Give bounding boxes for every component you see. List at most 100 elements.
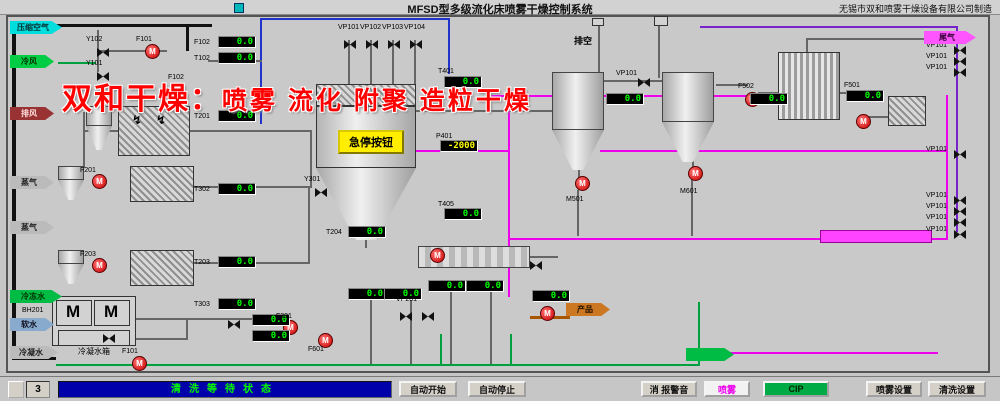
pipe-segment (956, 26, 958, 232)
valve-icon[interactable] (410, 36, 422, 49)
pump-icon[interactable]: M (540, 306, 555, 321)
footer-button[interactable]: 喷雾设置 (866, 381, 922, 397)
value-display: 0.0 (218, 52, 256, 64)
pump-icon[interactable]: M (430, 248, 445, 263)
pipe-segment (946, 95, 948, 240)
valve-icon[interactable] (954, 226, 966, 239)
value-display: -2000 (440, 140, 478, 152)
pipe-segment (450, 290, 452, 364)
footer-button[interactable]: 自动开始 (399, 381, 457, 397)
value-display: 0.0 (218, 298, 256, 310)
equipment-cone (662, 122, 714, 162)
pipe-segment (716, 84, 748, 86)
valve-icon[interactable] (954, 42, 966, 55)
valve-icon[interactable] (954, 203, 966, 216)
tag-label: VP101 (338, 24, 360, 31)
tag-label: T401 (438, 68, 454, 75)
footer-button[interactable]: 自动停止 (468, 381, 526, 397)
pump-icon[interactable]: M (92, 258, 107, 273)
tag-label: M601 (680, 188, 698, 195)
pump-icon[interactable]: M (856, 114, 871, 129)
value-display: 0.0 (444, 208, 482, 220)
tag-label: T405 (438, 201, 454, 208)
pipe-segment (392, 40, 394, 86)
pipe-segment (260, 18, 262, 124)
flow-arrow: 尾气 (924, 31, 976, 44)
pipe-segment (698, 302, 700, 364)
pipe-segment (83, 112, 85, 168)
pipe-segment (600, 150, 946, 152)
pump-icon[interactable]: M (92, 174, 107, 189)
pump-icon[interactable]: M (575, 176, 590, 191)
pipe-segment (370, 300, 372, 364)
valve-icon[interactable] (366, 36, 378, 49)
tag-label: T303 (194, 301, 210, 308)
equipment-hatch (316, 84, 416, 106)
valve-icon[interactable] (954, 192, 966, 205)
valve-icon[interactable] (228, 316, 240, 329)
valve-icon[interactable] (954, 146, 966, 159)
tag-label: VP101 (926, 214, 948, 221)
value-display: 0.0 (750, 93, 788, 105)
page-icon[interactable] (8, 381, 24, 398)
tag-label: ↯ (132, 113, 143, 127)
value-display: 0.0 (252, 314, 290, 326)
valve-icon[interactable] (954, 53, 966, 66)
pipe-segment (12, 24, 212, 27)
valve-icon[interactable] (530, 257, 542, 270)
tag-label: M (104, 302, 119, 321)
pipe-segment (508, 238, 948, 240)
valve-icon[interactable] (954, 214, 966, 227)
pump-icon[interactable]: M (318, 333, 333, 348)
valve-icon[interactable] (97, 68, 109, 81)
tag-label: T102 (194, 55, 210, 62)
tag-label: F102 (194, 39, 210, 46)
tag-label: 排空 (574, 36, 593, 46)
valve-icon[interactable] (344, 36, 356, 49)
pipe-segment (410, 300, 412, 364)
pipe-segment (806, 38, 924, 40)
valve-icon[interactable] (422, 308, 434, 321)
tag-label: M (66, 302, 81, 321)
footer-button[interactable]: 消 报警音 (641, 381, 697, 397)
source-arrow: 冷冻水 (10, 290, 62, 303)
valve-icon[interactable] (638, 74, 650, 87)
title-bar: MFSD型多级流化床喷雾干燥控制系统 无锡市双和喷雾干燥设备有限公司制造 (0, 0, 1000, 16)
value-display: 0.0 (466, 280, 504, 292)
pipe-segment (56, 364, 700, 366)
tag-label: VP101 (926, 192, 948, 199)
equipment-bin (552, 72, 604, 130)
value-display: 0.0 (218, 36, 256, 48)
valve-icon[interactable] (388, 36, 400, 49)
footer-button[interactable]: 清洗设置 (928, 381, 986, 397)
pipe-segment (700, 26, 958, 28)
page-number[interactable]: 3 (26, 381, 50, 398)
pump-icon[interactable]: M (145, 44, 160, 59)
pipe-segment (186, 320, 188, 338)
footer-button[interactable]: CIP (763, 381, 829, 397)
emergency-stop-button[interactable]: 急停按钮 (338, 130, 404, 154)
valve-icon[interactable] (97, 44, 109, 57)
source-arrow: 冷风 (10, 55, 54, 68)
tag-label: F101 (122, 348, 138, 355)
pipe-segment (577, 190, 579, 236)
footer-button[interactable]: 喷雾 (704, 381, 750, 397)
tag-label: 冷凝水箱 (78, 347, 110, 356)
tag-label: T203 (194, 259, 210, 266)
source-arrow: 冷凝水 (10, 346, 58, 359)
equipment-bed (418, 246, 530, 268)
pipe-segment (136, 318, 252, 320)
valve-icon[interactable] (103, 330, 115, 343)
pipe-segment (416, 110, 552, 112)
valve-icon[interactable] (954, 64, 966, 77)
source-arrow: 蒸气 (10, 176, 54, 189)
tag-label: VP103 (382, 24, 404, 31)
valve-icon[interactable] (400, 308, 412, 321)
tag-label: F203 (80, 251, 96, 258)
flow-arrow (686, 348, 734, 361)
pump-icon[interactable]: M (132, 356, 147, 371)
valve-icon[interactable] (315, 184, 327, 197)
tag-label: T302 (194, 186, 210, 193)
pump-icon[interactable]: M (688, 166, 703, 181)
